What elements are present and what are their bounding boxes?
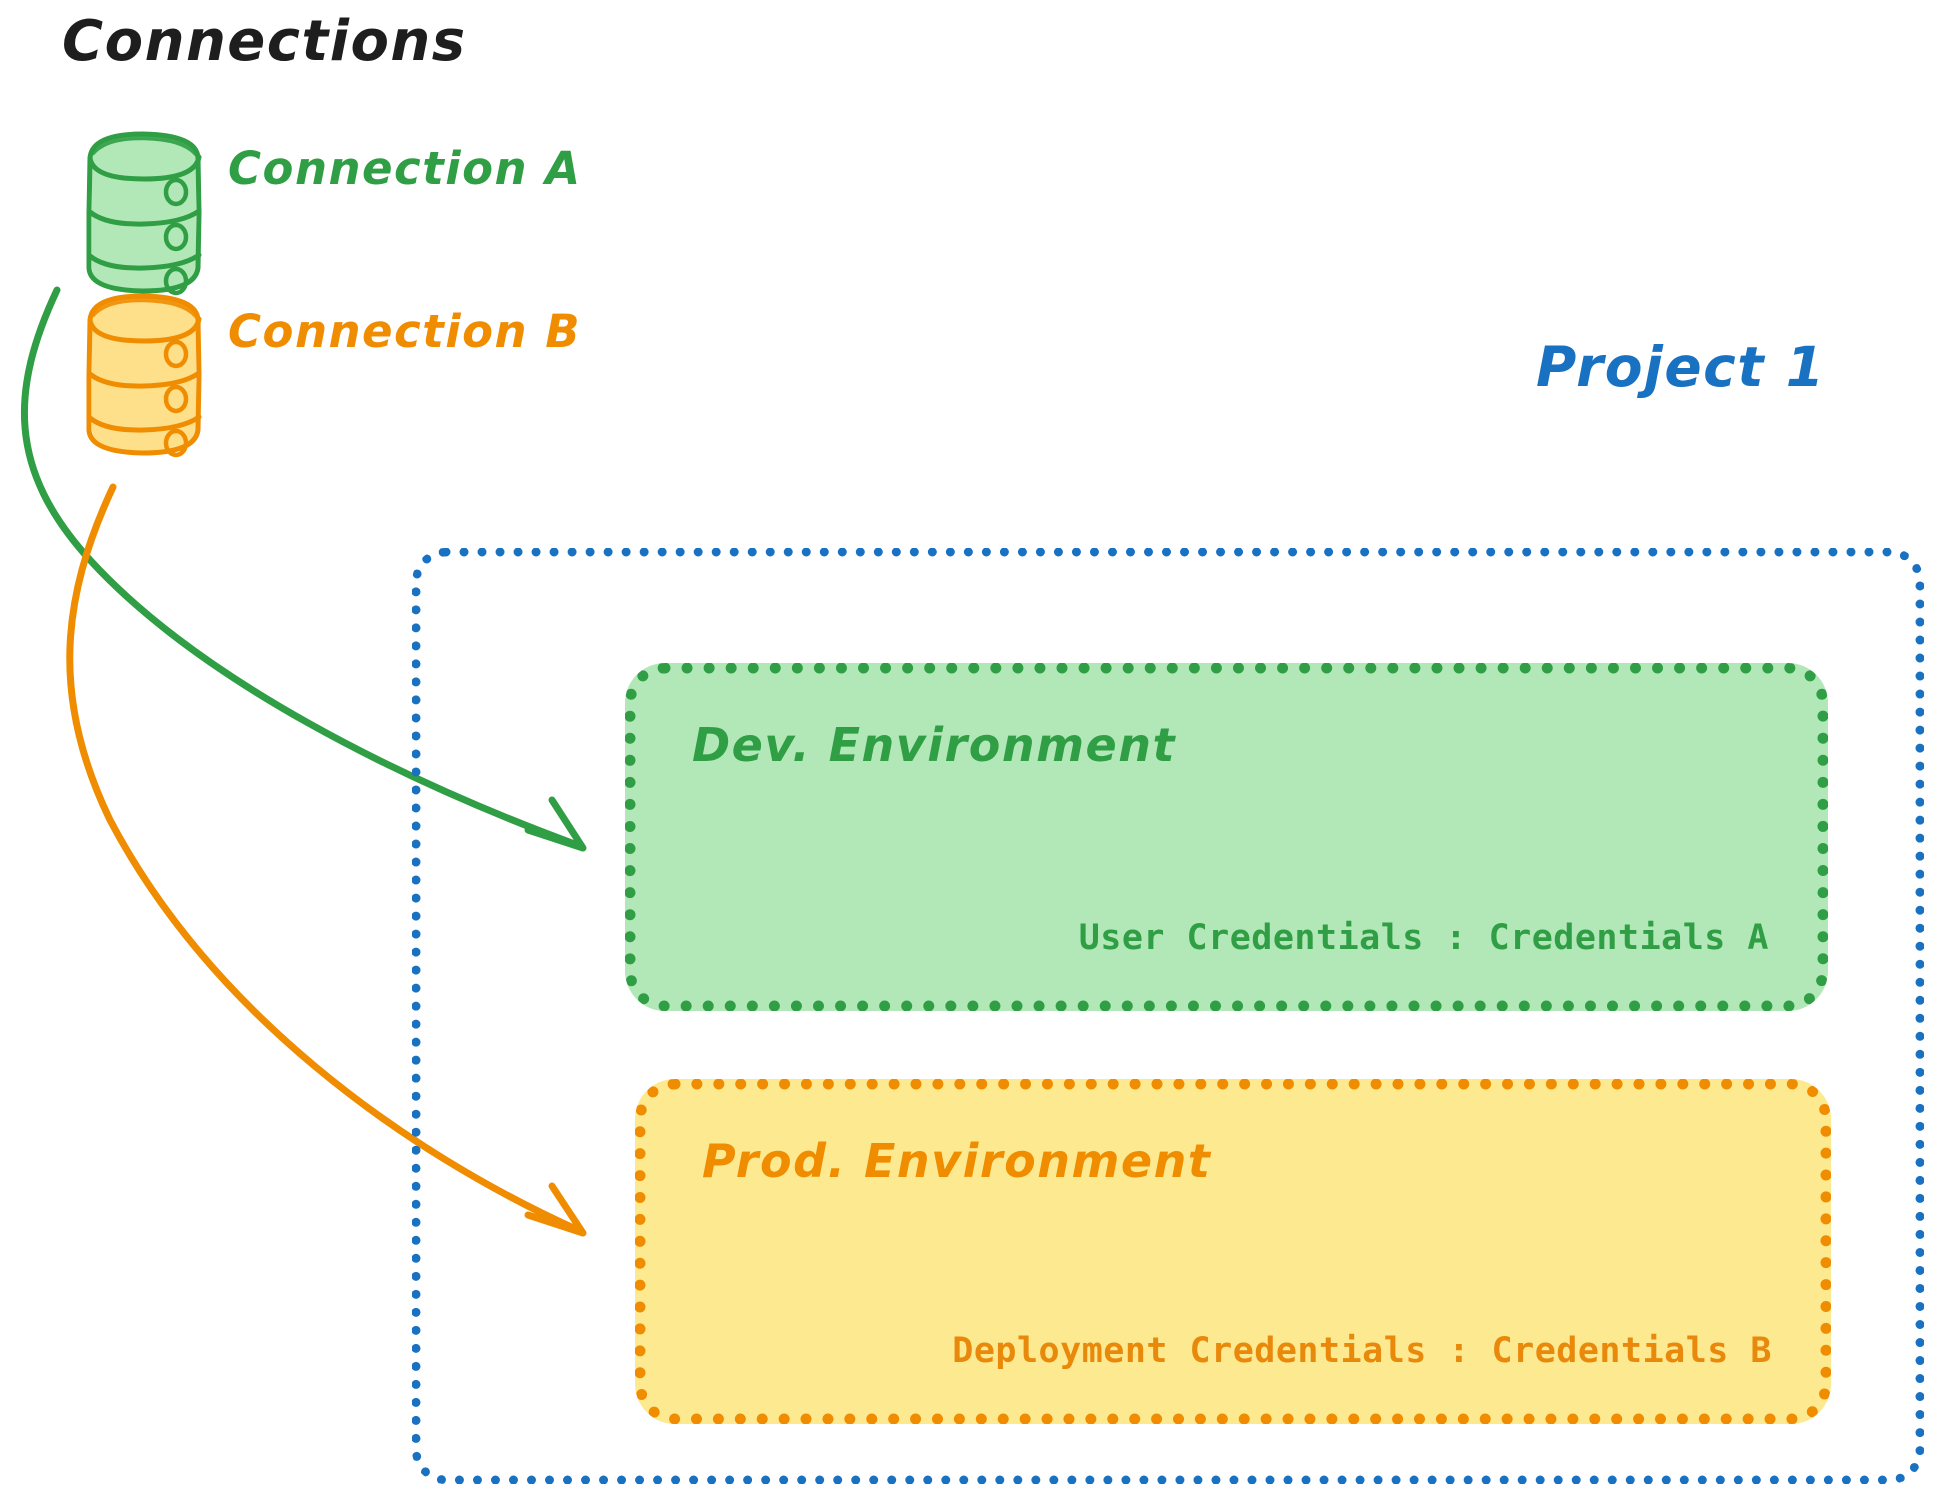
dev-environment-credentials: User Credentials : Credentials A [1078,918,1769,958]
arrow-connection-b-to-prod [66,483,587,1237]
arrow-connection-a-to-dev [20,286,587,852]
dev-environment-title: Dev. Environment [692,718,1176,772]
prod-environment-box[interactable]: Prod. Environment Deployment Credentials… [635,1079,1831,1424]
project-container[interactable]: Dev. Environment User Credentials : Cred… [412,548,1924,1484]
prod-environment-credentials: Deployment Credentials : Credentials B [952,1331,1772,1371]
project-title: Project 1 [1536,335,1826,399]
page-title: Connections [62,9,467,74]
connection-b-label: Connection B [228,305,582,358]
connection-a-label: Connection A [228,142,582,195]
connection-a-database-icon[interactable] [86,131,202,296]
dev-environment-box[interactable]: Dev. Environment User Credentials : Cred… [625,663,1828,1011]
prod-environment-title: Prod. Environment [702,1134,1212,1188]
connection-b-database-icon[interactable] [86,293,202,458]
